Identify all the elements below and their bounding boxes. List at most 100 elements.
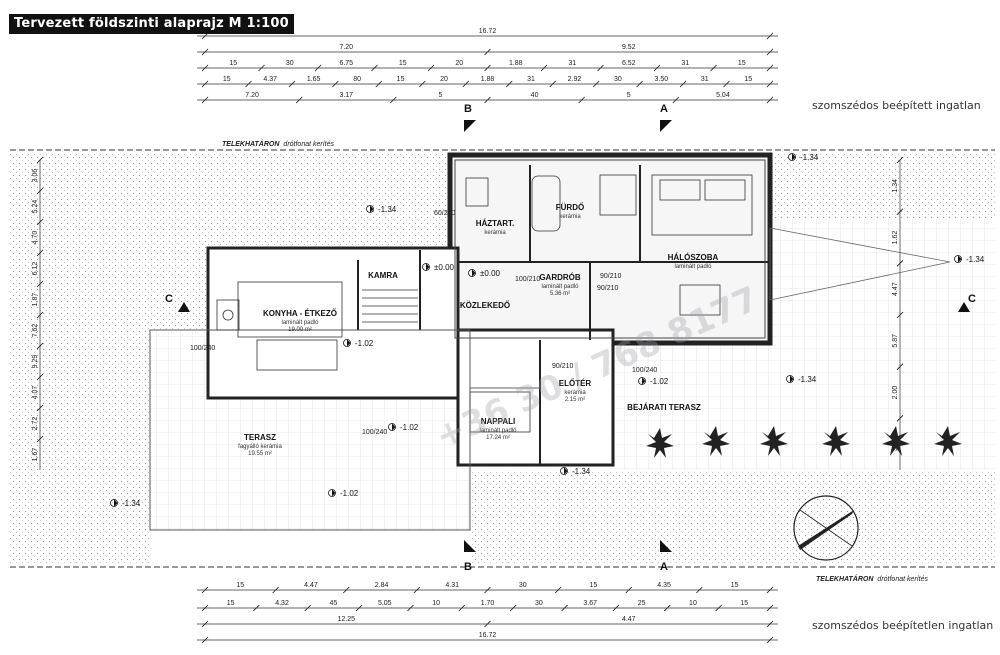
room-name: HÁLÓSZOBA (668, 253, 719, 262)
bottom-dim-value: 1.70 (481, 600, 495, 607)
room-floor-finish: laminált padló (281, 320, 319, 326)
opening-size: 100/210 (515, 276, 540, 283)
top-dim-value: 5 (438, 92, 442, 99)
top-dim-value: 16.72 (479, 28, 497, 35)
room-name: KÖZLEKEDŐ (460, 301, 510, 310)
level-value: -1.34 (572, 467, 591, 476)
garden-area-left (10, 330, 150, 565)
plan-title: Tervezett földszinti alaprajz M 1:100 (9, 14, 294, 34)
section-markers: B B A A C C (165, 103, 976, 573)
bottom-dim-value: 15 (590, 582, 598, 589)
level-value: -1.02 (355, 339, 374, 348)
room-name: ELŐTÉR (559, 379, 592, 388)
section-a-bottom: A (660, 561, 668, 573)
room-floor-finish: kerámia (484, 230, 506, 236)
level-value: -1.34 (798, 375, 817, 384)
left_col-dim-value: 7.62 (32, 324, 39, 338)
level-value: ±0.00 (434, 263, 455, 272)
top-dim-value: 3.50 (655, 76, 669, 83)
right_col-dim-value: 4.47 (892, 282, 899, 296)
section-a-top: A (660, 103, 668, 115)
top-dim-value: 9.52 (622, 44, 636, 51)
top-dim-value: 3.17 (339, 92, 353, 99)
opening-labels: 100/240100/24090/21090/21090/210100/2106… (190, 210, 657, 436)
bottom-dim-value: 5.05 (378, 600, 392, 607)
level-value: -1.34 (800, 153, 819, 162)
room-floor-finish: laminált padló (674, 264, 712, 270)
bottom-dim-value: 15 (236, 582, 244, 589)
top-dim-value: 15 (397, 76, 405, 83)
bottom-dim-value: 10 (689, 600, 697, 607)
room-area: 2.15 m² (565, 397, 585, 403)
room-name: TERASZ (244, 433, 276, 442)
room-name: BEJÁRATI TERASZ (627, 403, 701, 412)
entrance-path-tiles (770, 220, 995, 330)
level-markers: -1.34-1.34-1.34-1.34-1.34-1.02-1.02-1.02… (110, 153, 985, 508)
left_col-dim-value: 1.87 (32, 293, 39, 307)
bottom-dim-value: 10 (432, 600, 440, 607)
top-dim-value: 31 (568, 60, 576, 67)
section-c-right: C (968, 293, 976, 305)
room-floor-finish: laminált padló (541, 284, 579, 290)
room-floor-finish: kerámia (564, 390, 586, 396)
bottom-dim-value: 4.35 (657, 582, 671, 589)
left_col-dim-value: 4.07 (32, 386, 39, 400)
bottom-dim-value: 30 (519, 582, 527, 589)
room-area: 5.36 m² (550, 291, 570, 297)
bottom-dim-value: 4.32 (275, 600, 289, 607)
house-walls (206, 152, 773, 467)
room-name: HÁZTART. (476, 219, 515, 228)
room-floor-finish: laminált padló (479, 428, 517, 434)
neighbour-label-bottom: szomszédos beépítetlen ingatlan (812, 619, 994, 632)
top-dim-value: 30 (286, 60, 294, 67)
top-dim-value: 15 (229, 60, 237, 67)
bottom-dim-value: 2.84 (375, 582, 389, 589)
top-dim-value: 15 (738, 60, 746, 67)
top-dim-value: 5.04 (716, 92, 730, 99)
top-dim-value: 31 (681, 60, 689, 67)
section-c-left: C (165, 293, 173, 305)
bottom-dim-value: 45 (330, 600, 338, 607)
level-value: -1.02 (650, 377, 669, 386)
room-name: GARDRÓB (539, 273, 581, 282)
left_col-dim-value: 4.70 (32, 231, 39, 245)
top-dim-value: 40 (531, 92, 539, 99)
bottom-dim-value: 15 (740, 600, 748, 607)
top-dim-value: 1.88 (481, 76, 495, 83)
opening-size: 60/210 (434, 210, 456, 217)
left_col-dim-value: 9.29 (32, 355, 39, 369)
left_col-dim-value: 6.12 (32, 262, 39, 276)
room-name: FÜRDŐ (556, 203, 584, 212)
right_col-dim-value: 3.27 (892, 437, 899, 451)
top-dim-value: 15 (744, 76, 752, 83)
bottom-dim-value: 4.47 (622, 616, 636, 623)
opening-size: 90/210 (552, 363, 574, 370)
furniture (216, 174, 753, 433)
stairs (362, 289, 418, 323)
bottom-dim-value: 25 (638, 600, 646, 607)
top-dim-value: 7.20 (339, 44, 353, 51)
top-dim-value: 5 (627, 92, 631, 99)
bottom-dim-value: 12.25 (337, 616, 355, 623)
left_col-dim-value: 3.06 (32, 169, 39, 183)
top-dim-value: 1.65 (307, 76, 321, 83)
opening-size: 100/240 (362, 429, 387, 436)
top-dim-value: 6.75 (339, 60, 353, 67)
opening-size: 90/210 (597, 285, 619, 292)
top-dim-value: 6.52 (622, 60, 636, 67)
top-dim-value: 1.88 (509, 60, 523, 67)
top-dim-value: 7.20 (245, 92, 259, 99)
neighbour-label-top: szomszédos beépített ingatlan (812, 99, 981, 112)
top-dim-value: 20 (455, 60, 463, 67)
left_col-dim-value: 2.72 (32, 417, 39, 431)
top-dim-value: 2.92 (568, 76, 582, 83)
top-dim-value: 80 (353, 76, 361, 83)
room-area: 17.24 m² (486, 435, 510, 441)
garden-area-right (770, 152, 995, 220)
top-dim-value: 15 (223, 76, 231, 83)
north-arrow-icon (793, 495, 859, 561)
room-name: KAMRA (368, 271, 398, 280)
